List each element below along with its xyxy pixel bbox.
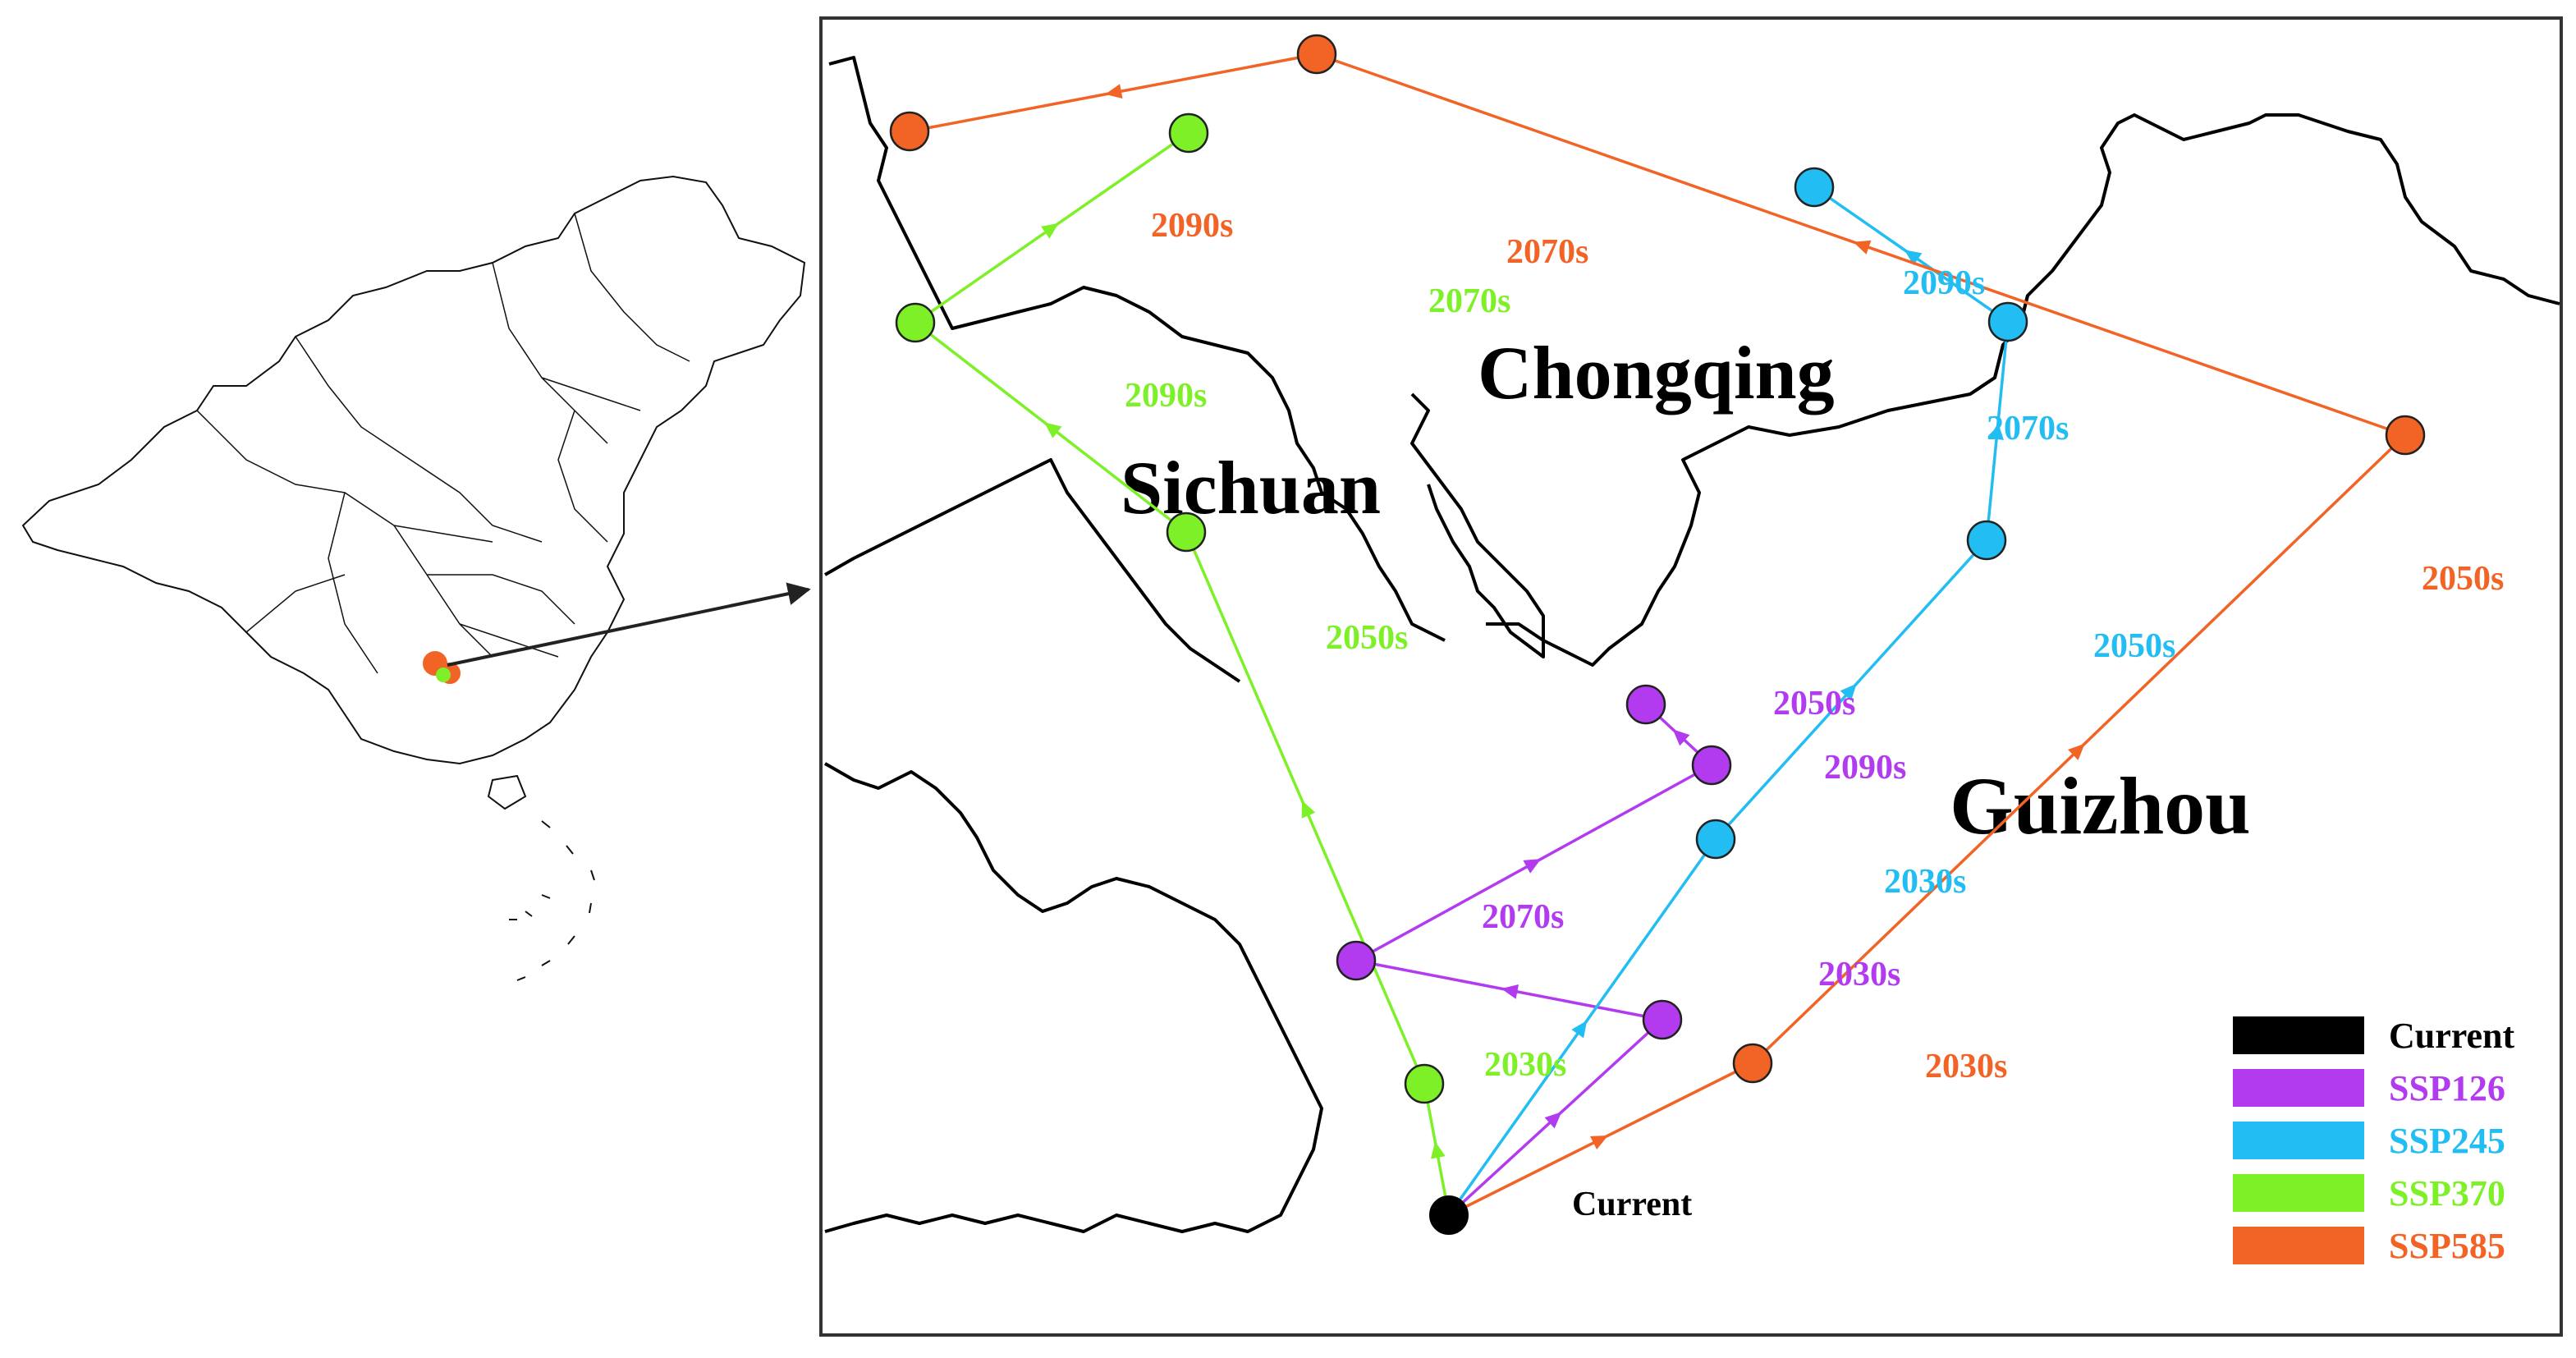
ssp585-centroid-2070s <box>1296 34 1337 75</box>
ssp370-centroid-2050s <box>1166 512 1207 553</box>
sichuan-north-boundary <box>828 56 1446 642</box>
ssp245-period-label-2030s: 2030s <box>1884 863 1966 901</box>
ssp370-period-label-2050s: 2050s <box>1326 619 1408 657</box>
inset-connector-arrow <box>447 582 811 667</box>
sichuan-south-boundary <box>824 458 1241 683</box>
ssp585-centroid-2030s <box>1732 1043 1773 1084</box>
ssp245-centroid-2090s <box>1794 167 1835 208</box>
ssp370-arrow-2 <box>1301 800 1316 819</box>
ssp126-arrow-4 <box>1672 729 1690 746</box>
ssp585-period-label-2050s: 2050s <box>2422 560 2504 598</box>
ssp370-centroid-2030s <box>1404 1063 1445 1104</box>
legend-swatch-ssp126 <box>2233 1069 2364 1107</box>
ssp585-period-label-2090s: 2090s <box>1151 207 1233 245</box>
legend-label-ssp126: SSP126 <box>2389 1068 2505 1108</box>
ssp585-arrow-4 <box>1105 84 1123 99</box>
ssp126-arrow-2 <box>1501 984 1519 999</box>
ssp370-arrow-4 <box>1041 223 1059 239</box>
china-inset-map <box>21 175 806 981</box>
ssp126-period-label-2090s: 2090s <box>1824 749 1906 787</box>
south-china-sea-dashes <box>509 820 595 981</box>
legend-swatch-ssp585 <box>2233 1227 2364 1264</box>
ssp126-arrow-3 <box>1523 859 1542 874</box>
ssp126-centroid-2050s <box>1336 940 1377 981</box>
ssp245-centroid-2050s <box>1966 520 2007 561</box>
ssp370-arrow-3 <box>1044 422 1062 438</box>
ssp245-period-label-2070s: 2070s <box>1987 410 2069 447</box>
ssp126-centroid-2030s <box>1642 999 1683 1040</box>
ssp245-period-label-2050s: 2050s <box>2093 627 2175 665</box>
ssp585-period-label-2030s: 2030s <box>1925 1048 2007 1085</box>
current-point-label: Current <box>1572 1186 1692 1223</box>
legend-swatch-ssp370 <box>2233 1174 2364 1212</box>
centroid-trajectories: 2030s 2050s 2070s 2090s 2030s 2050s 2070s 2090s… <box>889 34 2504 1235</box>
ssp370-period-label-2090s: 2090s <box>1125 377 1207 415</box>
ssp585-arrow-1 <box>1590 1135 1608 1150</box>
chongqing-boundary <box>1410 392 1545 658</box>
ssp126-period-label-2030s: 2030s <box>1818 956 1900 993</box>
province-borders <box>196 213 690 674</box>
china-outline <box>21 175 806 765</box>
chongqing-guizhou-boundary <box>1486 113 2560 667</box>
ssp126-period-label-2070s: 2070s <box>1482 898 1564 936</box>
province-boundaries <box>824 56 2560 1233</box>
ssp245-arrow-2 <box>1840 683 1857 701</box>
detail-map-frame <box>819 16 2563 1337</box>
ssp370-period-label-2030s: 2030s <box>1484 1046 1566 1084</box>
ssp370-centroid-2090s <box>1168 112 1209 154</box>
ssp370-arrow-1 <box>1430 1141 1446 1159</box>
region-label-chongqing: Chongqing <box>1478 331 1835 415</box>
ssp585-period-label-2070s: 2070s <box>1506 233 1588 271</box>
inset-green-marker <box>436 668 451 682</box>
ssp370-centroid-2070s <box>895 302 936 343</box>
ssp126-arrow-1 <box>1544 1112 1562 1129</box>
current-centroid <box>1429 1195 1469 1235</box>
ssp585-centroid-2090s <box>889 111 930 152</box>
ssp245-arrow-4 <box>1904 250 1923 266</box>
legend-label-ssp370: SSP370 <box>2389 1173 2505 1213</box>
ssp245-centroid-2030s <box>1695 819 1736 860</box>
ssp245-arrow-1 <box>1571 1020 1588 1039</box>
region-label-sichuan: Sichuan <box>1121 446 1381 530</box>
hainan-island <box>487 774 527 810</box>
yunnan-boundary <box>824 762 1323 1233</box>
ssp245-arrow-3 <box>1989 423 2004 440</box>
ssp245-centroid-2070s <box>1987 301 2028 342</box>
ssp585-centroid-2050s <box>2385 415 2426 456</box>
ssp126-centroid-2070s <box>1691 745 1732 786</box>
ssp370-period-label-2070s: 2070s <box>1428 282 1510 320</box>
legend-swatch-ssp245 <box>2233 1122 2364 1159</box>
legend-label-ssp585: SSP585 <box>2389 1226 2505 1266</box>
ssp126-centroid-2090s <box>1625 684 1666 725</box>
ssp585-arrow-3 <box>1853 240 1872 255</box>
ssp245-period-label-2090s: 2090s <box>1903 264 1985 302</box>
ssp585-arrow-2 <box>2068 743 2085 760</box>
ssp126-period-label-2050s: 2050s <box>1773 685 1855 723</box>
legend-swatch-current <box>2233 1016 2364 1054</box>
region-label-guizhou: Guizhou <box>1950 760 2251 851</box>
legend-label-current: Current <box>2389 1016 2515 1056</box>
legend-label-ssp245: SSP245 <box>2389 1121 2505 1161</box>
